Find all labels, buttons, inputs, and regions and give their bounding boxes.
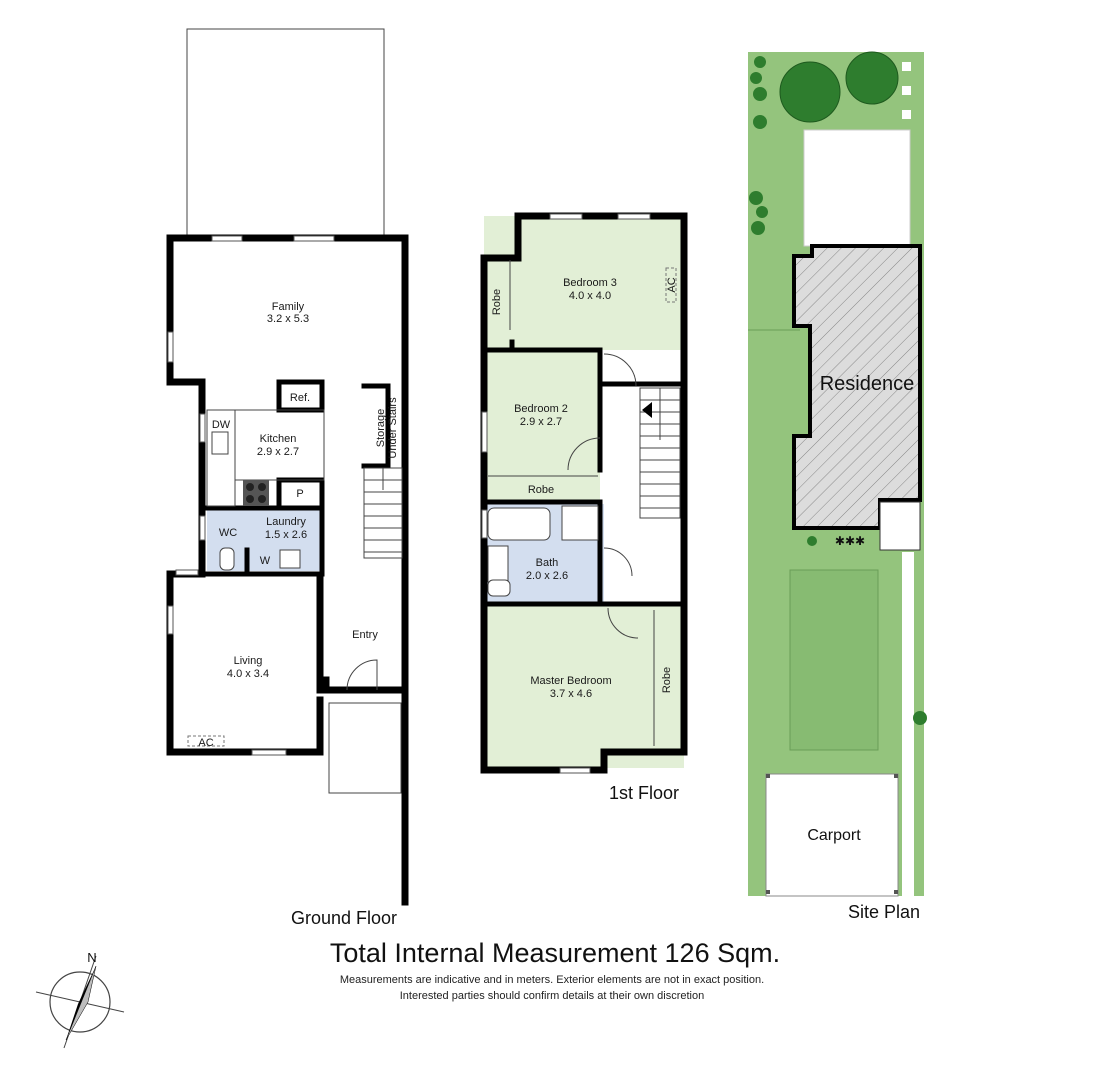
ref-label: Ref. [290, 392, 310, 404]
bath-name: Bath [536, 557, 559, 569]
kitchen-bench [206, 409, 236, 507]
ac-unit [187, 735, 225, 747]
family-size: 3.2 x 5.3 [267, 313, 309, 325]
first-floor-title: 1st Floor [609, 783, 679, 803]
driveway [789, 569, 879, 751]
bedroom2-name: Bedroom 2 [514, 403, 568, 415]
bedroom2-fill [484, 350, 600, 502]
robe-b2-label: Robe [528, 484, 554, 496]
site-plan-title: Site Plan [848, 902, 920, 922]
disclaimer-line1: Measurements are indicative and in meter… [340, 974, 764, 986]
living-name: Living [234, 655, 263, 667]
living-size: 4.0 x 3.4 [227, 668, 269, 680]
bath-toilet [487, 579, 511, 597]
shrub-icon [754, 56, 766, 68]
kitchen-sink [211, 431, 229, 455]
pantry-label: P [296, 488, 303, 500]
residence-label: Residence [820, 373, 915, 395]
residence-porch [879, 501, 921, 551]
washer-label: W [260, 555, 271, 567]
ground-stairs [363, 467, 403, 559]
bath-size: 2.0 x 2.6 [526, 570, 568, 582]
master-fill [484, 606, 684, 768]
shrub-icon [753, 115, 767, 129]
vanity [487, 545, 509, 583]
site-plan: ✱✱✱ Residence Carport Site Plan [748, 51, 927, 922]
total-measurement: Total Internal Measurement 126 Sqm. [330, 938, 780, 968]
laundry-tub [279, 549, 301, 569]
master-name: Master Bedroom [530, 675, 611, 687]
first-ac-unit [665, 267, 677, 303]
shrub-icon [751, 221, 765, 235]
kitchen-name: Kitchen [260, 433, 297, 445]
kitchen-size: 2.9 x 2.7 [257, 446, 299, 458]
shrub-icon [756, 206, 768, 218]
ground-floor-title: Ground Floor [291, 908, 397, 928]
first-outer-wall [480, 212, 688, 774]
disclaimer-line2: Interested parties should confirm detail… [400, 990, 705, 1002]
wc-label: WC [219, 527, 237, 539]
rear-courtyard [803, 129, 911, 247]
bedroom3-size: 4.0 x 4.0 [569, 290, 611, 302]
entry-name: Entry [352, 629, 378, 641]
shower [561, 505, 599, 541]
carport-slab [765, 773, 899, 897]
robe-b3-label: Robe [491, 289, 503, 315]
tree-icon [845, 51, 899, 105]
rear-deck [186, 28, 385, 240]
family-name: Family [272, 301, 305, 313]
carport-label: Carport [807, 827, 861, 844]
flower-bed-icon: ✱✱✱ [835, 534, 865, 548]
bathtub [487, 507, 551, 541]
side-path [902, 552, 914, 896]
bedroom3-name: Bedroom 3 [563, 277, 617, 289]
bedroom2-size: 2.9 x 2.7 [520, 416, 562, 428]
first-partitions [481, 339, 687, 607]
ac-label: AC [198, 737, 213, 749]
shrub-icon [807, 536, 817, 546]
shrub-icon [753, 87, 767, 101]
first-floor-plan: Bedroom 3 4.0 x 4.0 Bedroom 2 2.9 x 2.7 … [480, 212, 688, 803]
kitchen-island [234, 409, 325, 481]
tree-icon [779, 61, 841, 123]
laundry-size: 1.5 x 2.6 [265, 529, 307, 541]
north-arrow-icon: N [35, 950, 125, 1049]
storage-line1: Storage [375, 409, 387, 448]
cooktop [243, 480, 269, 506]
robe-master-label: Robe [661, 667, 673, 693]
shrub-icon [913, 711, 927, 725]
front-porch [328, 702, 402, 794]
shrub-icon [750, 72, 762, 84]
storage-line2: Under Stairs [387, 397, 399, 459]
master-size: 3.7 x 4.6 [550, 688, 592, 700]
laundry-name: Laundry [266, 516, 306, 528]
toilet [219, 547, 235, 571]
ground-outer-wall [166, 234, 409, 906]
ground-floor-plan: Family 3.2 x 5.3 Kitchen 2.9 x 2.7 Laund… [166, 28, 409, 928]
first-ac-label: AC [666, 277, 678, 292]
dw-label: DW [212, 419, 231, 431]
north-label: N [87, 950, 96, 965]
shrub-icon [749, 191, 763, 205]
entry-door [346, 659, 378, 691]
stair-arrow [642, 402, 652, 418]
